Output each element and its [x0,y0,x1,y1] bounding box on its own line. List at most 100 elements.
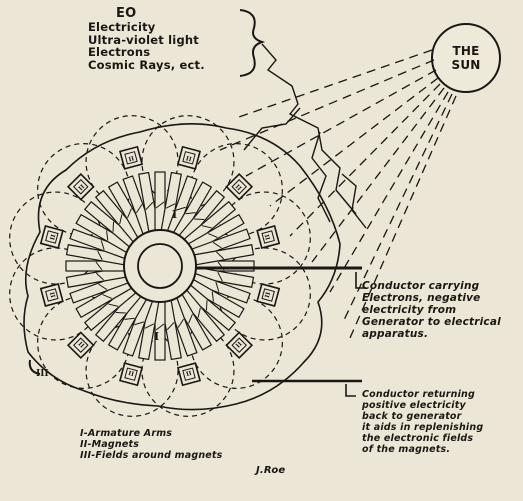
conductor-out-note: Conductor carrying Electrons, negative e… [362,280,501,340]
energy-forms-list: Electricity Ultra-violet light Electrons… [88,21,205,71]
magnet-core [124,151,138,165]
armature-arm-hatch [215,281,220,292]
lightning-bolt [311,131,331,223]
armature-label: I [154,330,159,343]
energy-form: Electricity [88,20,156,34]
armature-arm-hatch [95,261,103,271]
magnet: II [119,362,144,387]
armature-label: I [172,208,177,221]
magnet-body [119,145,144,170]
magnet-label: II [128,369,135,377]
magnet-label: II [263,291,271,298]
armature-arm-hatch [98,283,108,291]
conductor-out-tick [355,272,366,289]
magnet-label: II [234,183,243,192]
armature-arm-hatch [115,311,126,314]
armature-arm-hatch [144,323,155,329]
lightning-bolts [243,43,367,229]
magnet: II [39,282,64,307]
magnet: II [225,172,254,201]
magnet-label: II [77,183,86,192]
magnet-body [176,362,201,387]
magnet-body [39,282,64,307]
armature-arm-hatch [134,321,145,326]
armature-arm-hatch [201,225,212,229]
armature-arm-hatch [185,212,196,215]
magnet-label: II [185,155,192,163]
armature-arm-hatch [135,204,143,214]
note-line: Conductor carrying [362,280,480,292]
armature-arm-hatch [145,201,154,210]
armature-arm-hatch [208,233,218,238]
legend-entry: I-Armature Arms [80,428,173,439]
sun-label: THE SUN [440,44,492,72]
sun-ray [235,49,433,119]
outer-field-boundary [23,123,341,411]
magnet-body [119,362,144,387]
magnet-body [256,225,281,250]
armature-arm-hatch [108,303,119,307]
conductor-in-note: Conductor returning positive electricity… [362,389,483,455]
artist-signature: J.Roe [256,465,286,476]
magnet-core [231,179,247,195]
legend-entry: II-Magnets [80,439,140,450]
armature-arm-hatch [124,317,135,320]
magnet-core [261,288,275,302]
magnet-core [261,230,275,244]
sun-ray [329,91,449,293]
note-line: back to generator [362,411,462,422]
magnet: II [66,331,95,360]
sun-label-line: SUN [451,58,481,72]
armature-arm-hatch [155,201,165,209]
magnet-body [225,172,254,201]
lightning-bolt [341,173,367,229]
armature-arm-hatch [212,241,222,249]
armature-arm-hatch [188,314,193,324]
magnet-core [45,230,59,244]
magnet-label: II [128,155,135,163]
magnet-body [225,331,254,360]
energy-form: Ultra-violet light [88,32,199,47]
sun-circle [431,23,501,93]
armature-arm-hatch [165,203,176,209]
armature-arm-hatch [95,272,104,281]
energy-form: Cosmic Rays, ect. [88,57,205,72]
armature-arm-hatch [177,318,185,328]
note-line: Generator to electrical [362,316,501,328]
armature-arm-hatch [155,323,165,331]
magnet: II [176,145,201,170]
magnet-body [176,145,201,170]
magnet: II [256,282,281,307]
armature-arm-hatch [166,322,175,331]
sun-ray [269,77,439,207]
magnet-label: II [234,340,243,349]
diagram-legend: I-Armature Arms II-Magnets III-Fields ar… [80,428,223,461]
note-line: positive electricity [362,400,466,411]
note-line: of the magnets. [362,444,451,455]
magnet: II [256,225,281,250]
magnet: II [176,362,201,387]
armature-arm-hatch [211,291,214,302]
magnet-core [182,151,196,165]
sun-ray [343,93,453,321]
magnet-core [73,337,89,353]
armature-arm-hatch [216,251,225,260]
magnet-core [124,367,138,381]
armature-arm-hatch [106,230,109,241]
magnet-label: II [77,340,86,349]
note-line: Conductor returning [362,389,476,400]
magnet-core [73,179,89,195]
conductor-in-tick [345,384,356,397]
sun-ray [245,69,437,177]
eo-label: EO [116,6,137,21]
lightning-bolt [261,43,357,215]
sun-rays [219,49,457,339]
sun-label-line: THE [452,44,480,58]
armature-arm-hatch [100,240,105,251]
magnet: II [39,225,64,250]
armature-arm-hatch [112,221,115,232]
magnet: II [225,331,254,360]
sun-ray [289,83,441,237]
